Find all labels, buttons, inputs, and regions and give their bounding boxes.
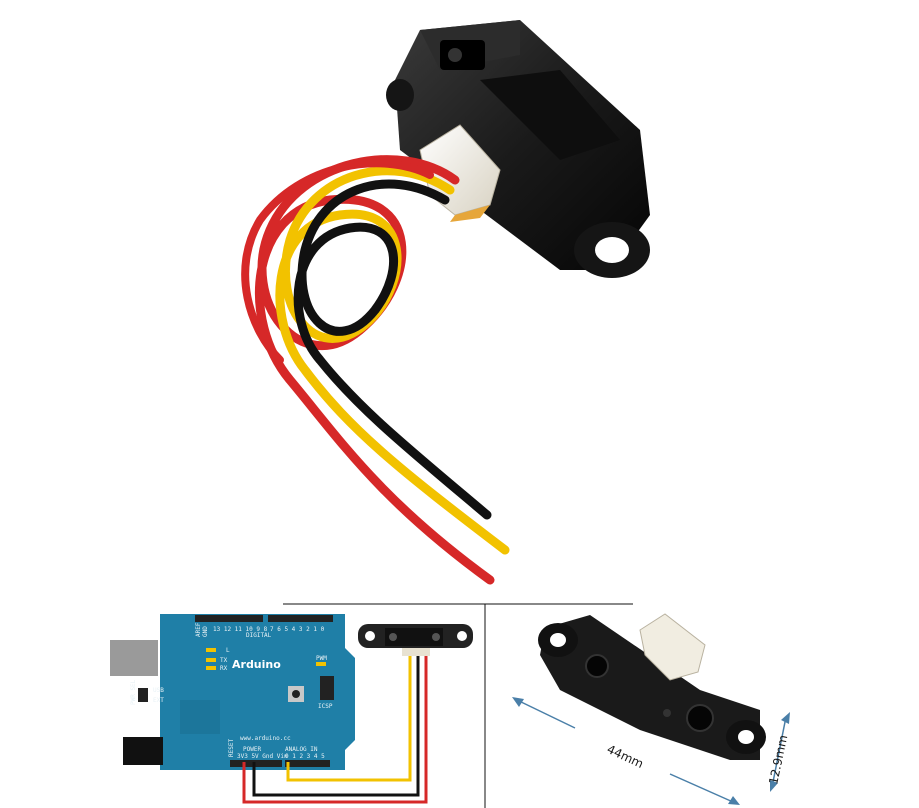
aref-label: AREF xyxy=(195,622,202,637)
analog-pins-label: 0 1 2 3 4 5 xyxy=(285,753,325,760)
icsp-label: ICSP xyxy=(318,703,333,710)
led-tx xyxy=(206,658,216,662)
dimension-sensor-photo xyxy=(538,613,766,760)
ext-label: EXT xyxy=(153,697,164,704)
icsp-header xyxy=(320,676,334,700)
digital-pins-high: 13 12 11 10 9 8 xyxy=(213,626,268,633)
led-pwr xyxy=(316,662,326,666)
pwr-sel-label: PWR SEL xyxy=(130,679,137,705)
power-jack xyxy=(123,737,163,765)
pwm-label: PWM xyxy=(316,655,327,662)
product-photo xyxy=(241,20,650,585)
analog-label: ANALOG IN xyxy=(285,746,318,753)
led-l xyxy=(206,648,216,652)
signal-wire xyxy=(286,656,412,782)
digital-header-a xyxy=(195,615,263,622)
led-rx xyxy=(206,666,216,670)
power-label: POWER xyxy=(243,746,261,753)
power-pins-label: 3V3 5V Gnd Vin xyxy=(237,753,288,760)
usb-port xyxy=(110,640,158,676)
analog-header xyxy=(285,760,330,767)
power-header xyxy=(230,760,282,767)
arduino-board xyxy=(110,614,355,770)
chip-area xyxy=(180,700,220,734)
board-name: Arduino xyxy=(232,658,281,671)
digital-pins: 7 6 5 4 3 2 1 0 xyxy=(270,626,325,633)
height-label: 12.9mm xyxy=(766,734,790,786)
ground-wire xyxy=(252,656,420,797)
board-url: www.arduino.cc xyxy=(240,735,291,742)
pin-tx-label: TX xyxy=(220,657,228,664)
diagram-wires xyxy=(242,656,428,804)
reset-button xyxy=(288,686,304,702)
reset-label: RESET xyxy=(228,739,235,757)
sensor-wires xyxy=(241,155,510,585)
digital-header-b xyxy=(268,615,333,622)
length-label: 44mm xyxy=(605,742,646,771)
height-dimension xyxy=(770,712,790,792)
power-wire xyxy=(242,656,428,804)
length-dimension xyxy=(512,697,740,805)
ir-distance-sensor xyxy=(386,20,650,278)
pwr-sel-jumper xyxy=(138,688,148,702)
pin-rx-label: RX xyxy=(220,665,228,672)
gnd-label: GND xyxy=(202,626,209,637)
digital-label: DIGITAL xyxy=(246,632,272,639)
pin-l-label: L xyxy=(226,647,230,654)
usb-label: USB xyxy=(153,687,164,694)
diagram-sensor xyxy=(358,624,473,656)
